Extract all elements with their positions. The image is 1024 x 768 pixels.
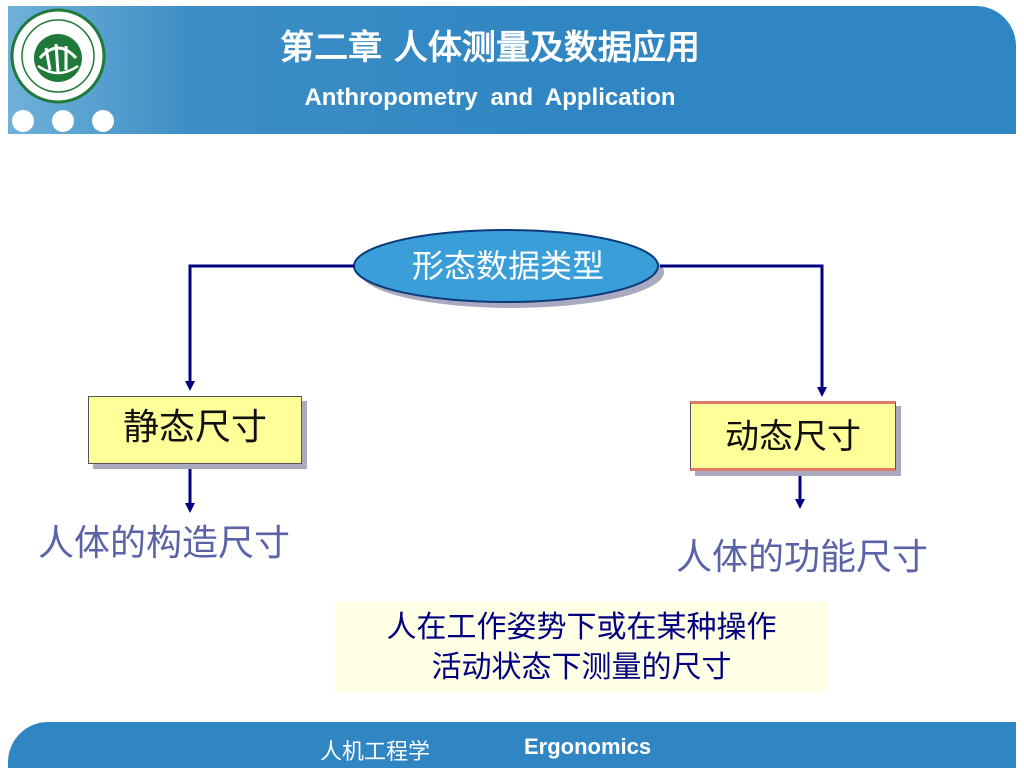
dot-icon <box>92 110 114 132</box>
dynamic-dimension-box: 动态尺寸 <box>690 401 896 471</box>
static-dimension-box: 静态尺寸 <box>88 396 302 464</box>
functional-dimension-text: 人体的功能尺寸 <box>676 537 929 578</box>
dot-icon <box>12 110 34 132</box>
structural-dimension-text: 人体的构造尺寸 <box>38 523 291 564</box>
slide-subtitle: Anthropometry and Application <box>304 84 676 111</box>
left-connector <box>185 264 354 391</box>
slide-title: 第二章 人体测量及数据应用 <box>280 28 700 68</box>
definition-note: 人在工作姿势下或在某种操作 活动状态下测量的尺寸 <box>335 602 828 693</box>
right-connector <box>660 264 827 397</box>
root-node-label: 形态数据类型 <box>411 247 604 285</box>
footer-band <box>8 722 1016 768</box>
footer-course-cn: 人机工程学 <box>320 740 431 765</box>
header-band <box>8 6 1016 134</box>
dot-icon <box>52 110 74 132</box>
university-seal-icon <box>10 8 106 104</box>
note-line-1: 人在工作姿势下或在某种操作 <box>386 610 777 645</box>
footer-course-en: Ergonomics <box>524 734 652 759</box>
note-line-2: 活动状态下测量的尺寸 <box>431 650 732 685</box>
